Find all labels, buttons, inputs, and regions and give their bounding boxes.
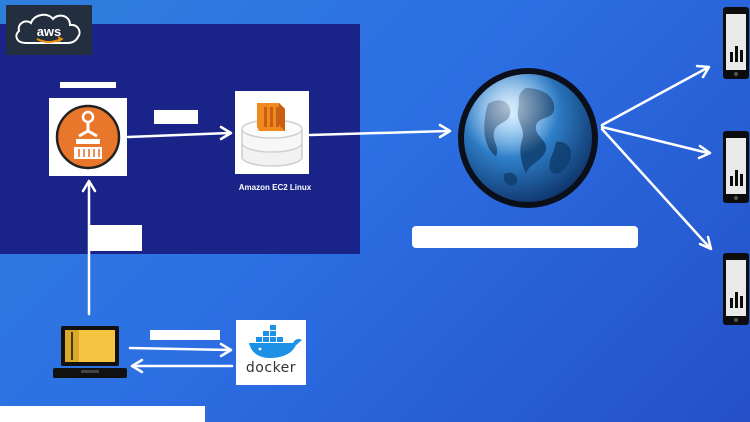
arrow-laptop-to-docker bbox=[130, 348, 229, 350]
arrow-ec2-to-globe bbox=[310, 131, 448, 135]
arrow-globe-to-phone-1 bbox=[602, 68, 707, 125]
arrow-globe-to-phone-3 bbox=[602, 129, 710, 248]
arrow-ecs-to-ec2 bbox=[128, 133, 229, 137]
arrow-globe-to-phone-2 bbox=[602, 127, 708, 153]
